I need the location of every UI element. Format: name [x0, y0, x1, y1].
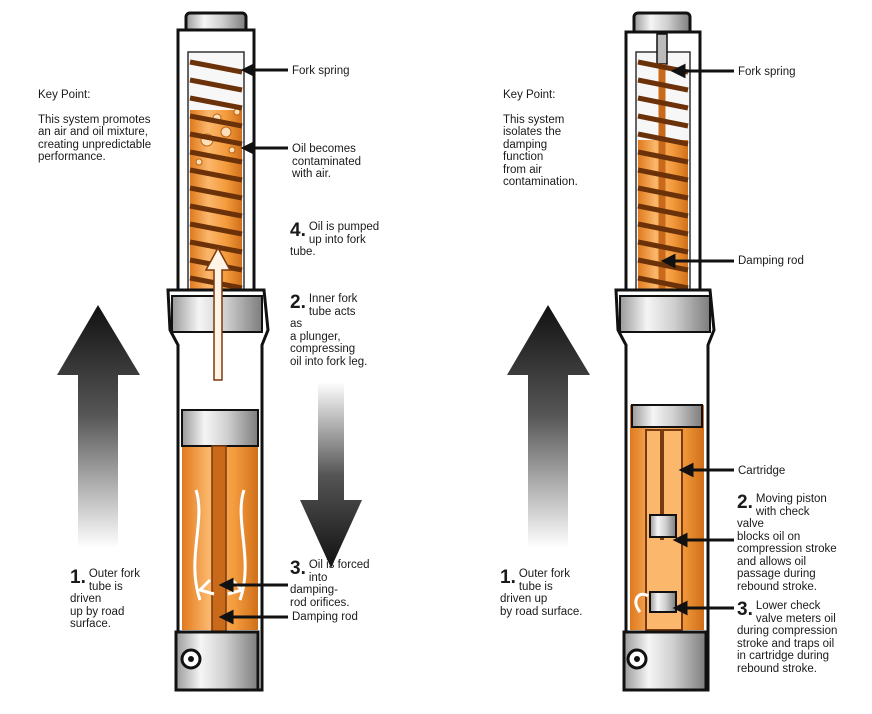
step-number: 4. [290, 220, 306, 241]
step-text: Oil is pumped up into fork tube. [290, 221, 380, 258]
step-number: 2. [737, 492, 753, 513]
left-key-point-text: This system promotes an air and oil mixt… [38, 113, 152, 164]
step-text: Moving piston with check valve blocks oi… [737, 493, 837, 593]
step-text: Outer fork tube is driven up by road sur… [500, 568, 583, 618]
step-text: Lower check valve meters oil during comp… [737, 600, 838, 675]
left-step-4: 4. Oil is pumped up into fork tube. [290, 221, 379, 259]
step-number: 2. [290, 292, 306, 313]
left-damping-rod [211, 445, 227, 637]
left-step-1: 1. Outer fork tube is driven up by road … [70, 568, 140, 631]
step-number: 1. [70, 567, 86, 588]
right-label-damping-rod: Damping rod [738, 255, 804, 267]
left-down-arrow [300, 382, 362, 568]
left-key-point-title: Key Point: [38, 88, 91, 101]
step-text: Outer fork tube is driven up by road sur… [70, 568, 140, 630]
left-step-2: 2. Inner fork tube acts as a plunger, co… [290, 293, 367, 368]
right-lower-check-valve [649, 591, 677, 613]
right-label-fork-spring: Fork spring [738, 66, 796, 78]
left-label-fork-spring: Fork spring [292, 65, 350, 77]
step-number: 3. [290, 558, 306, 579]
step-number: 1. [500, 567, 516, 588]
right-fork [614, 11, 716, 692]
step-text: Inner fork tube acts as a plunger, compr… [290, 293, 368, 368]
step-number: 3. [737, 599, 753, 620]
left-fork [166, 11, 270, 692]
left-step-3: 3. Oil is forced into damping- rod orifi… [290, 559, 370, 609]
right-step-3: 3. Lower check valve meters oil during c… [737, 600, 837, 675]
right-label-cartridge: Cartridge [738, 465, 786, 477]
left-label-damping-rod: Damping rod [292, 611, 358, 623]
right-moving-piston [649, 514, 677, 538]
right-step-2: 2. Moving piston with check valve blocks… [737, 493, 837, 593]
right-step-1: 1. Outer fork tube is driven up by road … [500, 568, 584, 618]
right-key-point: Key Point: This system isolates the damp… [503, 76, 578, 201]
left-up-arrow [57, 305, 140, 548]
right-up-arrow [507, 305, 590, 548]
right-key-point-title: Key Point: [503, 88, 556, 101]
right-key-point-text: This system isolates the damping functio… [503, 113, 578, 189]
step-text: Oil is forced into damping- rod orifices… [290, 559, 370, 609]
left-key-point: Key Point: This system promotes an air a… [38, 76, 151, 176]
left-label-oil-contaminated: Oil becomes contaminated with air. [292, 143, 362, 180]
